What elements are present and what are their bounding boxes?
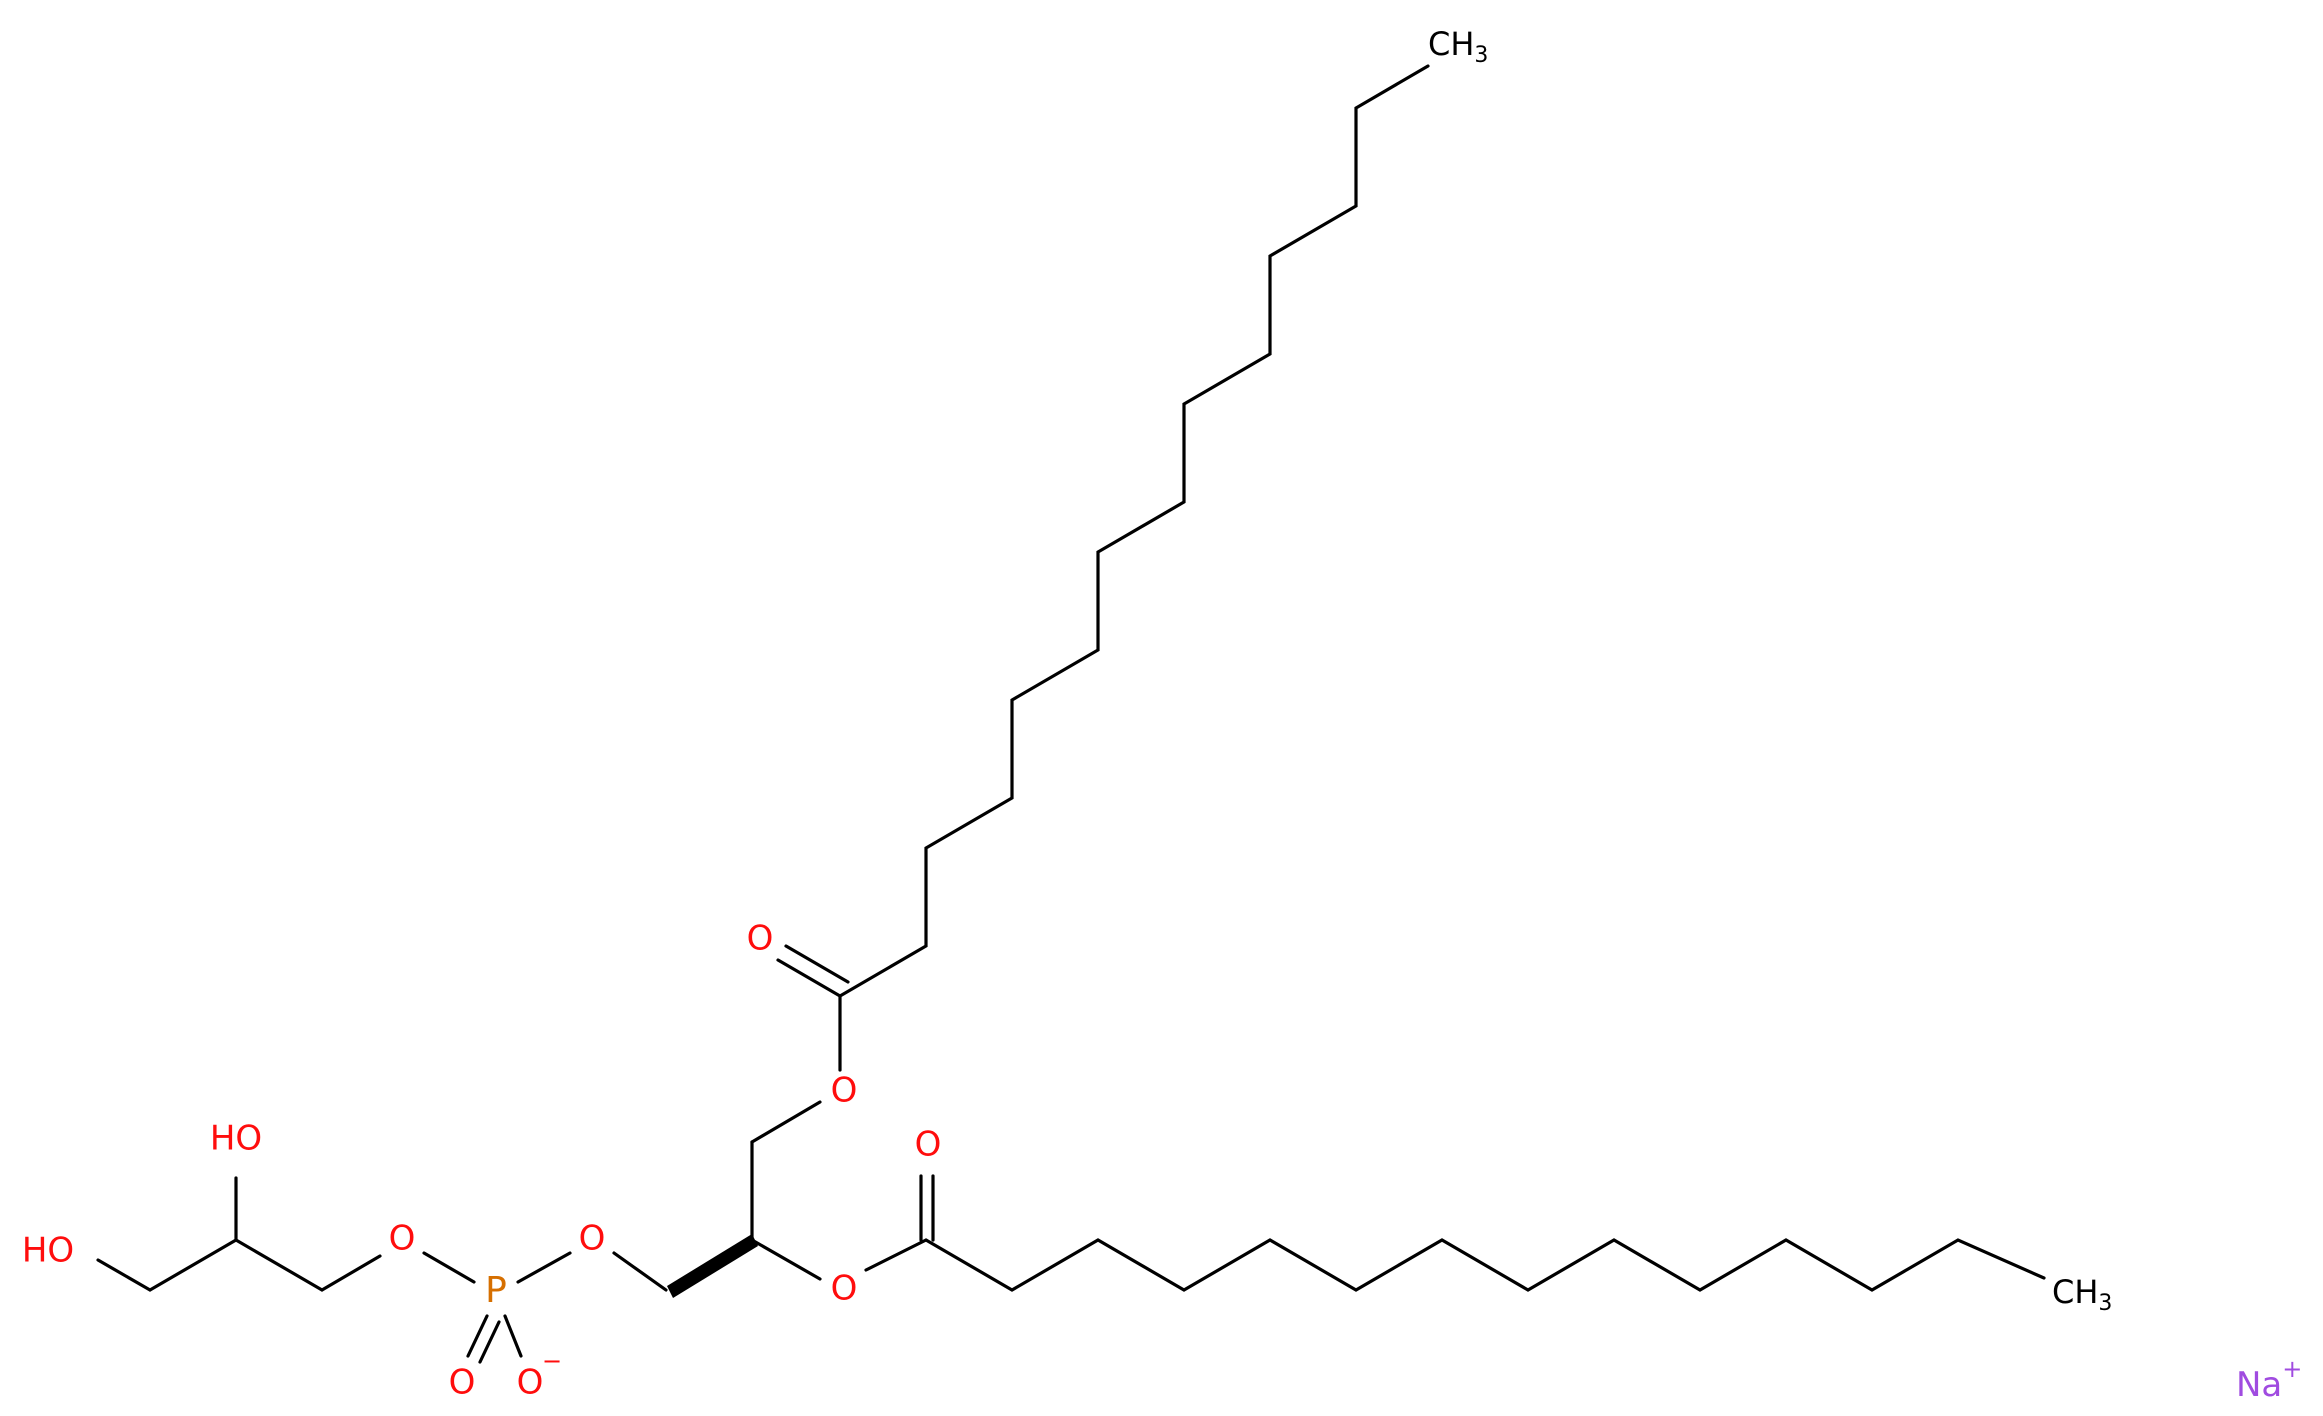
anionic-charge: −: [542, 1347, 562, 1375]
phosphoryl-oxygen: O: [449, 1363, 476, 1403]
bond: [148, 1238, 238, 1292]
carbonyl-oxygen-sn1: O: [747, 919, 774, 959]
hydroxyl-label-secondary: HO: [210, 1119, 262, 1159]
anionic-oxygen: O: [517, 1363, 544, 1403]
hydroxyl-label-terminal: HO: [22, 1231, 74, 1271]
sodium-symbol: Na: [2236, 1365, 2282, 1405]
bond-layer: [96, 64, 2046, 1364]
bond: [422, 1251, 476, 1284]
bond: [750, 1238, 822, 1281]
ester-oxygen-sn2: O: [831, 1269, 858, 1309]
bond: [784, 944, 850, 984]
bond: [924, 1238, 2046, 1292]
bond: [612, 1251, 668, 1292]
methyl-group-right: CH3: [2052, 1273, 2112, 1316]
bond: [466, 1314, 489, 1358]
phosphate-ester-oxygen-left: O: [389, 1219, 416, 1259]
methyl-right-carbon: CH: [2052, 1273, 2098, 1311]
sodium-ion: Na+: [2236, 1355, 2302, 1405]
bond: [320, 1254, 382, 1292]
bond: [838, 64, 1430, 998]
bond: [96, 1258, 152, 1292]
methyl-top-subscript: 3: [1474, 43, 1488, 68]
bond: [864, 1238, 928, 1272]
stereo-wedge-bond: [667, 1234, 758, 1298]
bond: [750, 1100, 822, 1144]
bond: [776, 958, 842, 998]
sodium-charge: +: [2282, 1355, 2302, 1383]
ester-oxygen-sn1: O: [831, 1071, 858, 1111]
bond: [478, 1320, 501, 1364]
bond: [234, 1238, 324, 1292]
phosphate-ester-oxygen-right: O: [579, 1219, 606, 1259]
carbonyl-oxygen-sn2: O: [915, 1125, 942, 1165]
methyl-group-top: CH3: [1428, 25, 1488, 68]
phosphorus-atom: P: [485, 1270, 507, 1311]
methyl-right-subscript: 3: [2098, 1291, 2112, 1316]
methyl-top-carbon: CH: [1428, 25, 1474, 63]
atom-label-layer: HO HO O P O O O − O O O O CH3 CH3 Na+: [22, 25, 2303, 1405]
bond: [516, 1251, 572, 1284]
bond: [503, 1314, 523, 1358]
